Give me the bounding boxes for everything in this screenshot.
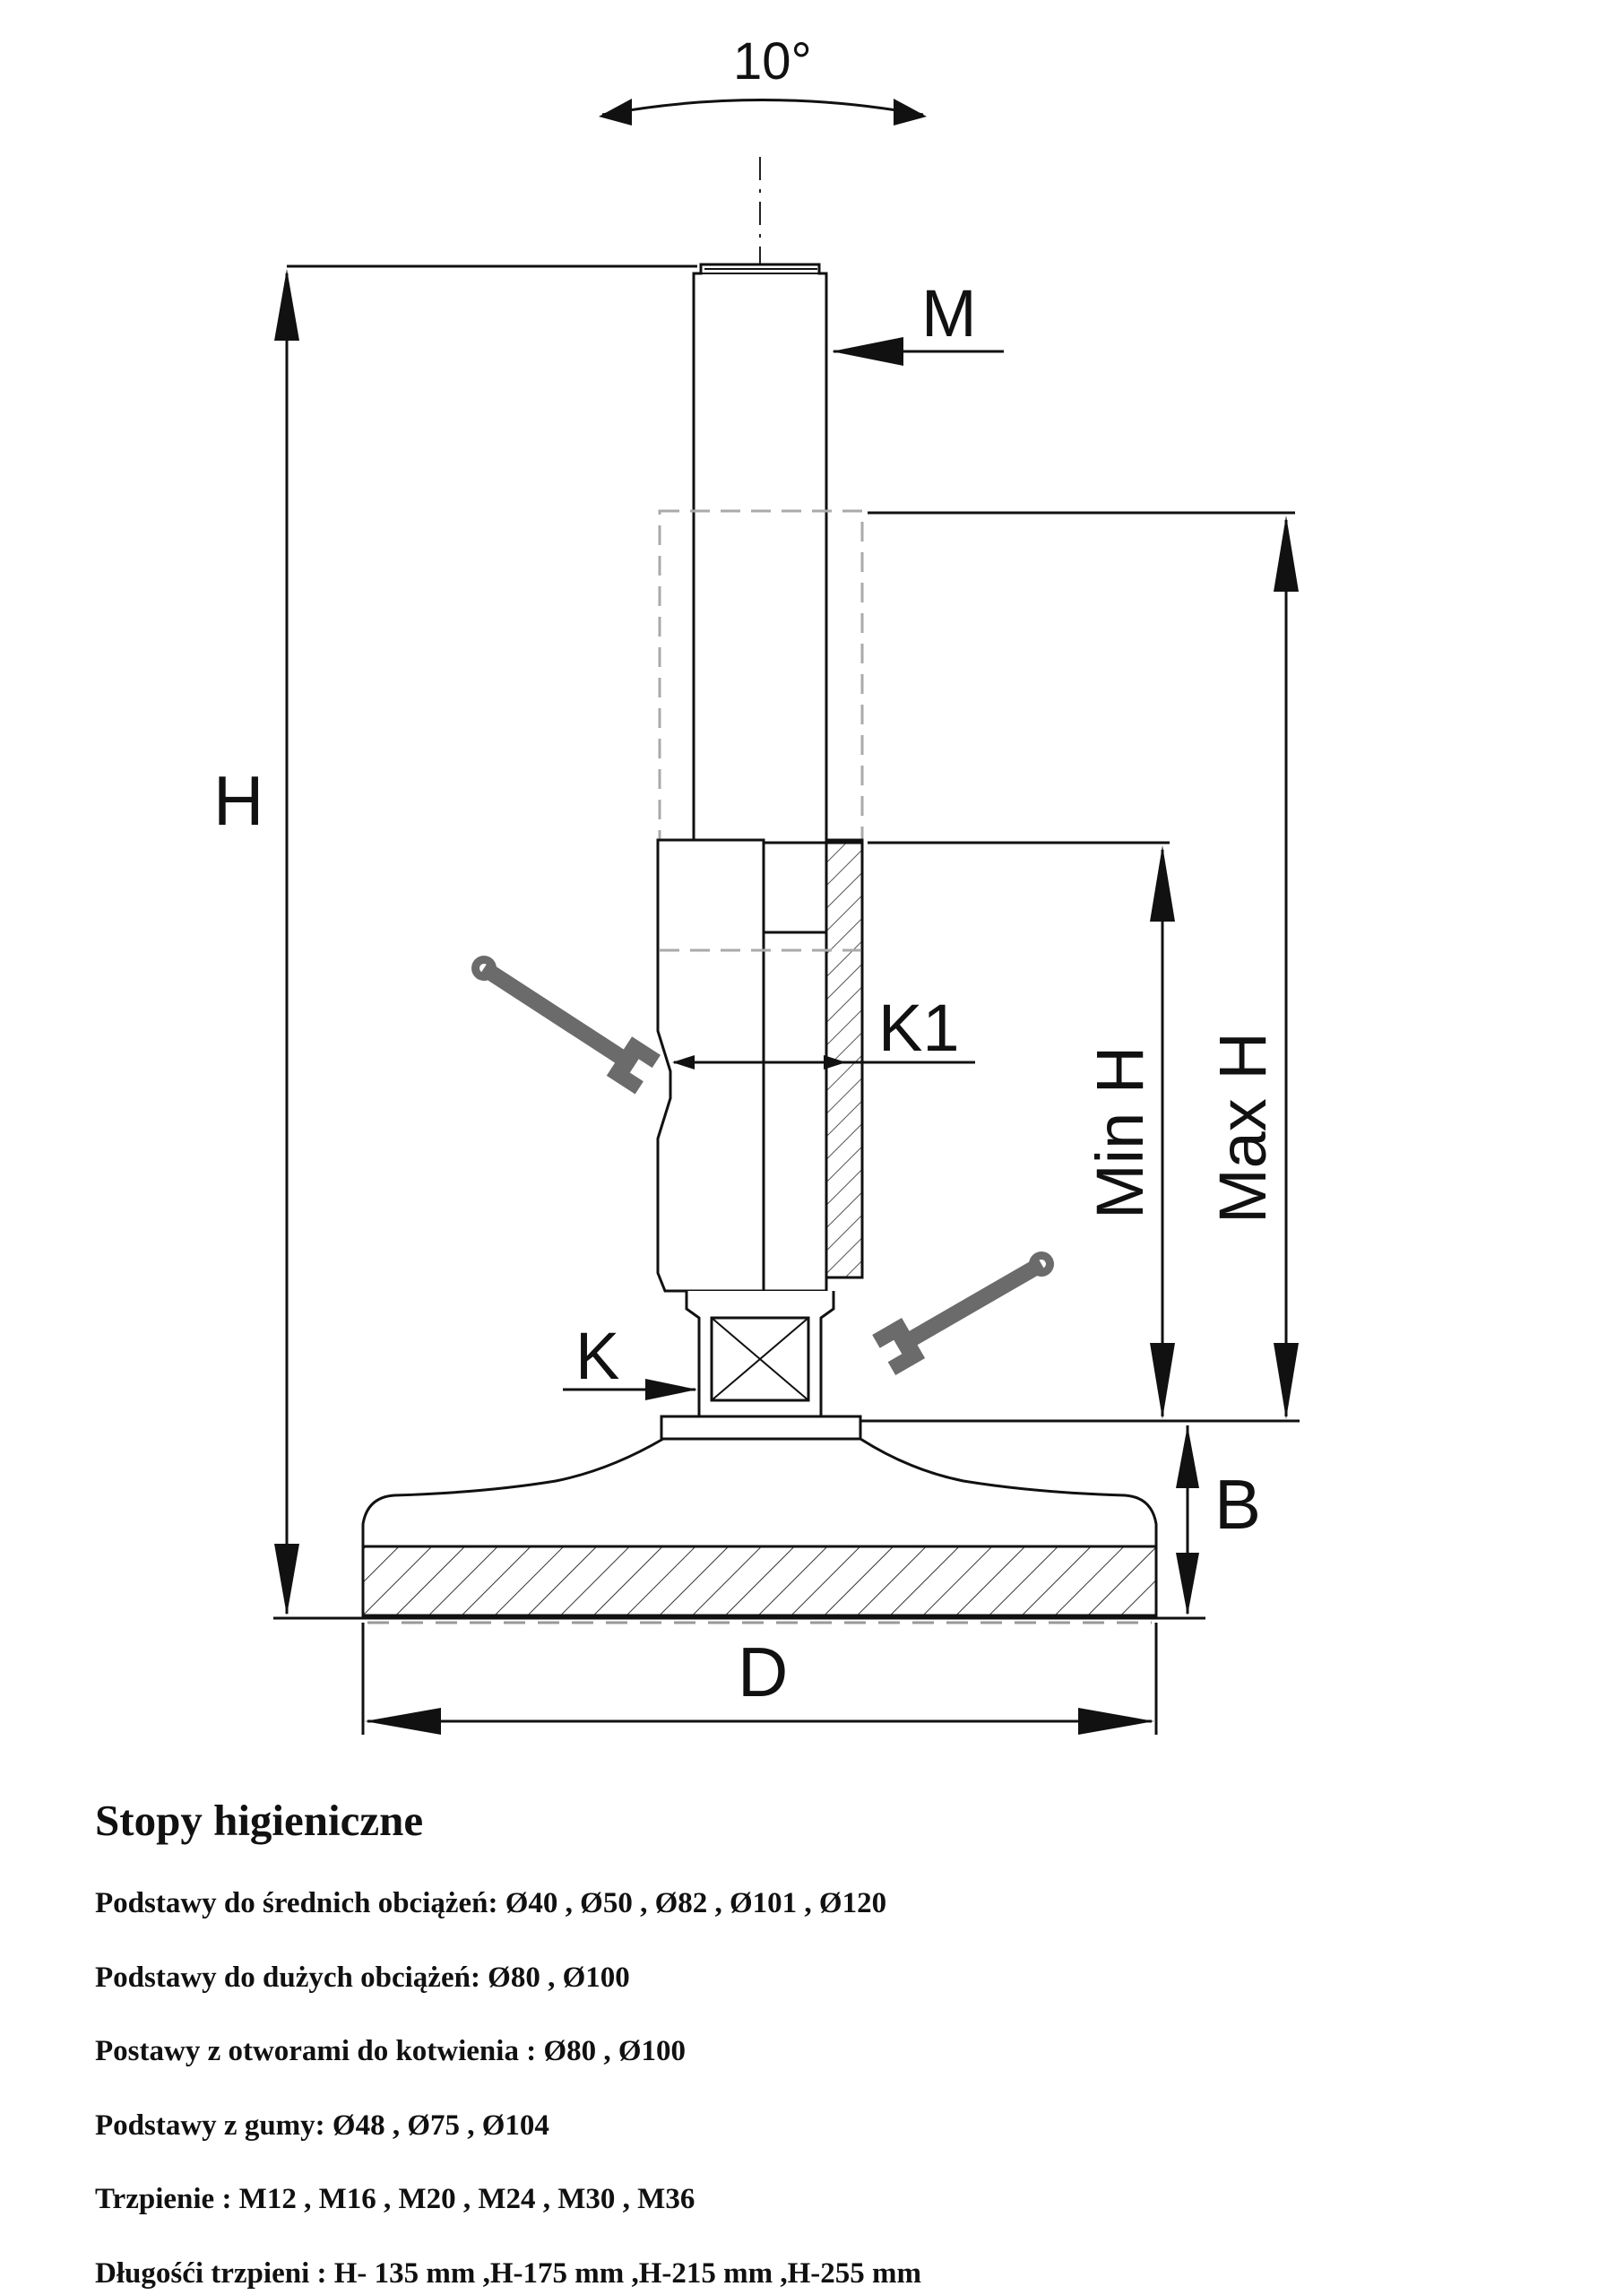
base-height-dimension [1176,1425,1199,1615]
wrench-lower-icon [872,1251,1054,1376]
diameter-dimension [361,1623,1158,1735]
height-label: H [213,761,263,840]
adjusting-nut [656,838,864,1293]
min-height-label: Min H [1083,1046,1157,1219]
angle-label: 10° [733,32,812,91]
leveling-foot-drawing: 10° [213,32,1300,1735]
height-dimension [273,264,1205,1620]
max-height-label: Max H [1205,1032,1280,1224]
caption-line: Długośći trzpieni : H- 135 mm ,H-175 mm … [95,2257,922,2290]
wrench-size-lower-label: K [575,1319,619,1393]
wrench-size-lower-dimension [563,1379,697,1400]
thread-label: M [921,276,977,351]
wrench-size-upper-label: K1 [878,991,960,1065]
caption-line: Podstawy z gumy: Ø48 , Ø75 , Ø104 [95,2109,549,2142]
caption-line: Podstawy do średnich obciążeń: Ø40 , Ø50… [95,1887,887,1919]
max-height-dimension [860,511,1300,1423]
diameter-label: D [738,1632,788,1711]
thread-arrow [832,337,1004,366]
caption-title: Stopy higieniczne [95,1796,424,1845]
caption-line: Podstawy do dużych obciążeń: Ø80 , Ø100 [95,1962,630,1994]
angle-indicator: 10° [599,32,927,126]
caption-line: Postawy z otworami do kotwienia : Ø80 , … [95,2035,687,2067]
wrench-size-upper-dimension [672,1055,975,1070]
threaded-stud [692,263,828,844]
wrench-upper-icon [471,956,661,1095]
caption-line: Trzpienie : M12 , M16 , M20 , M24 , M30 … [95,2183,695,2215]
base-height-label: B [1214,1465,1261,1544]
min-height-dimension [868,841,1175,1419]
swivel-neck [660,1291,862,1441]
base-pad [361,1437,1158,1624]
